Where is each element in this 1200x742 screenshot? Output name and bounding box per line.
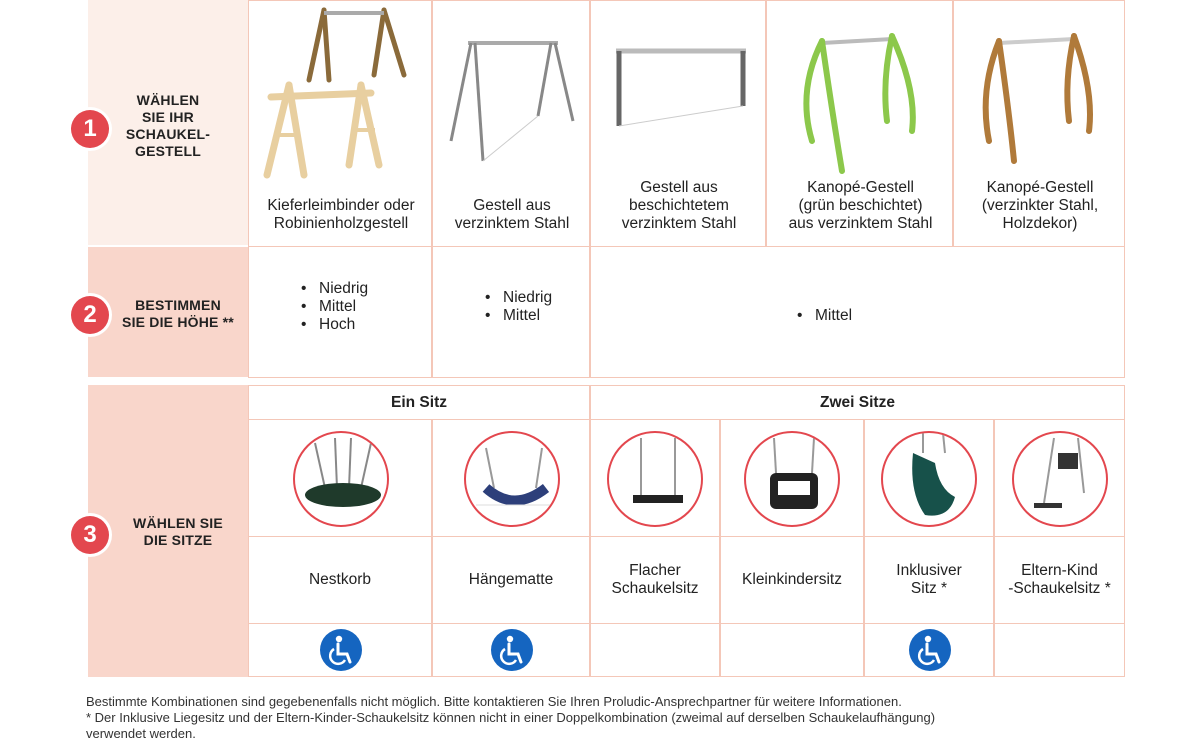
wheelchair-icon xyxy=(909,629,951,671)
footer-asterisk-note: * Der Inklusive Liegesitz und der Eltern… xyxy=(86,710,936,741)
height-cell: Niedrig Mittel xyxy=(432,246,590,378)
step-1-badge: 1 xyxy=(71,110,109,148)
seat-image-cell[interactable] xyxy=(248,419,432,537)
seat-name: Hängematte xyxy=(432,536,590,624)
toddler-seat-image xyxy=(744,431,840,527)
accessibility-cell xyxy=(590,623,720,677)
seat-name: Eltern-Kind -Schaukelsitz * xyxy=(994,536,1125,624)
height-option: Niedrig xyxy=(485,289,552,307)
accessibility-cell xyxy=(432,623,590,677)
seat-image-cell[interactable] xyxy=(864,419,994,537)
height-option: Mittel xyxy=(797,307,852,325)
frame-caption: Gestell aus beschichtetem verzinktem Sta… xyxy=(621,179,737,232)
step-1-label: WÄHLEN SIE IHR SCHAUKEL- GESTELL xyxy=(125,92,211,159)
frame-cell[interactable]: Kanopé-Gestell (grün beschichtet) aus ve… xyxy=(766,0,953,247)
wheelchair-icon xyxy=(491,629,533,671)
wood-decor-canope-frame-image xyxy=(982,33,1093,164)
height-option: Mittel xyxy=(485,307,552,325)
height-option: Mittel xyxy=(301,298,368,316)
parent-child-seat-image xyxy=(1012,431,1108,527)
step-3-label: WÄHLEN SIE DIE SITZE xyxy=(133,515,223,548)
coated-steel-frame-image xyxy=(616,48,746,127)
height-list: Niedrig Mittel Hoch xyxy=(301,280,368,334)
flat-seat-image xyxy=(607,431,703,527)
frame-cell[interactable]: Kieferleimbinder oder Robinienholzgestel… xyxy=(248,0,432,247)
frame-caption: Kanopé-Gestell (verzinkter Stahl, Holzde… xyxy=(981,179,1099,232)
height-list: Mittel xyxy=(797,307,852,325)
group-double-seat: Zwei Sitze xyxy=(590,385,1125,421)
accessibility-cell xyxy=(720,623,864,677)
accessibility-cell xyxy=(994,623,1125,677)
step-2-label: BESTIMMEN SIE DIE HÖHE ** xyxy=(122,297,234,330)
height-cell: Mittel xyxy=(590,246,1125,378)
footer-note: Bestimmte Kombinationen sind gegebenenfa… xyxy=(86,694,902,709)
step-2-badge: 2 xyxy=(71,296,109,334)
frame-cell[interactable]: Gestell aus verzinktem Stahl xyxy=(432,0,590,247)
seat-image-cell[interactable] xyxy=(590,419,720,537)
section-seats xyxy=(88,385,250,677)
green-canope-frame-image xyxy=(803,33,916,174)
frame-caption: Kieferleimbinder oder Robinienholzgestel… xyxy=(267,197,415,232)
group-single-seat: Ein Sitz xyxy=(248,385,590,421)
seat-name: Nestkorb xyxy=(248,536,432,624)
nest-basket-image xyxy=(293,431,389,527)
seat-name: Inklusiver Sitz * xyxy=(864,536,994,624)
galvanized-steel-frame-image xyxy=(449,41,575,162)
frame-caption: Kanopé-Gestell (grün beschichtet) aus ve… xyxy=(788,179,933,232)
frame-cell[interactable]: Kanopé-Gestell (verzinkter Stahl, Holzde… xyxy=(953,0,1125,247)
seat-image-cell[interactable] xyxy=(432,419,590,537)
inclusive-seat-image xyxy=(881,431,977,527)
frame-cell[interactable]: Gestell aus beschichtetem verzinktem Sta… xyxy=(590,0,766,247)
height-list: Niedrig Mittel xyxy=(485,289,552,325)
accessibility-cell xyxy=(864,623,994,677)
seat-image-cell[interactable] xyxy=(994,419,1125,537)
seat-name: Flacher Schaukelsitz xyxy=(590,536,720,624)
seat-image-cell[interactable] xyxy=(720,419,864,537)
seat-name: Kleinkindersitz xyxy=(720,536,864,624)
height-cell: Niedrig Mittel Hoch xyxy=(248,246,432,378)
hammock-image xyxy=(464,431,560,527)
accessibility-cell xyxy=(248,623,432,677)
height-option: Niedrig xyxy=(301,280,368,298)
height-option: Hoch xyxy=(301,316,368,334)
frame-caption: Gestell aus verzinktem Stahl xyxy=(454,197,570,232)
wheelchair-icon xyxy=(320,629,362,671)
section-height xyxy=(88,247,250,377)
wooden-swing-frames-image xyxy=(263,7,407,179)
step-3-badge: 3 xyxy=(71,516,109,554)
